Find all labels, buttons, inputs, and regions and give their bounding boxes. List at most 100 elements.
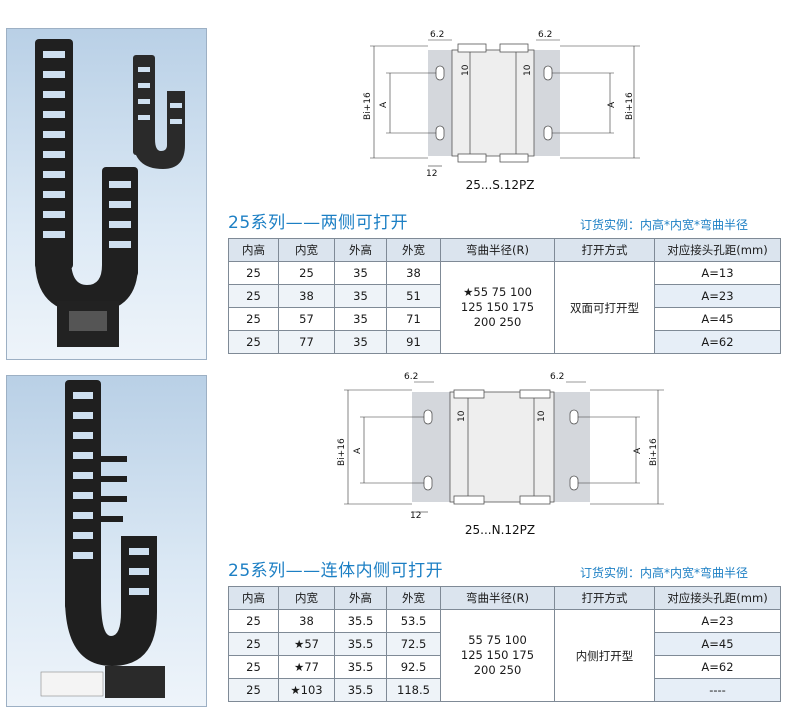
radius-line: ★55 75 100 — [463, 285, 532, 299]
technical-drawing-s: 6.2 6.2 10 10 12 Bi+16 A A Bi+16 — [363, 30, 640, 179]
cell-inner-width: 25 — [278, 261, 335, 285]
cell-bend-radius: ★55 75 100 125 150 175 200 250 — [440, 261, 555, 354]
cell-hole-distance: A=13 — [654, 261, 781, 285]
dim-top-right: 6.2 — [538, 30, 552, 40]
cell-outer-height: 35.5 — [334, 632, 387, 656]
cell-open-mode: 双面可打开型 — [554, 261, 655, 354]
cell-inner-height: 25 — [228, 261, 279, 285]
header-cell: 外高 — [334, 586, 387, 610]
cell-outer-width: 72.5 — [386, 632, 441, 656]
table-row: 25 ★77 35.5 92.5 A=62 — [228, 655, 781, 679]
cell-outer-width: 118.5 — [386, 678, 441, 702]
section-title-s: 25系列——两侧可打开 — [228, 213, 409, 233]
cell-hole-distance: A=23 — [654, 284, 781, 308]
cell-outer-height: 35.5 — [334, 678, 387, 702]
cell-inner-height: 25 — [228, 284, 279, 308]
label-bi16-right: Bi+16 — [625, 92, 635, 120]
cell-inner-height: 25 — [228, 330, 279, 354]
product-photo-n-series — [6, 375, 207, 707]
table-row: 25 ★57 35.5 72.5 A=45 — [228, 632, 781, 656]
radius-line: 125 150 175 — [460, 648, 535, 662]
label-bi16-left: Bi+16 — [337, 438, 347, 466]
header-cell: 打开方式 — [554, 238, 655, 262]
cell-inner-width: ★103 — [278, 678, 335, 702]
cell-outer-height: 35 — [334, 330, 387, 354]
table-header-row: 内高 内宽 外高 外宽 弯曲半径(R) 打开方式 对应接头孔距(mm) — [228, 586, 781, 610]
cell-inner-width: 77 — [278, 330, 335, 354]
cell-outer-width: 71 — [386, 307, 441, 331]
cell-outer-width: 91 — [386, 330, 441, 354]
table-row: 25 57 35 71 A=45 — [228, 307, 781, 331]
header-cell: 弯曲半径(R) — [440, 586, 555, 610]
table-row: 25 ★103 35.5 118.5 ---- — [228, 678, 781, 702]
order-example-n: 订货实例：内高*内宽*弯曲半径 — [580, 566, 749, 580]
order-example-s: 订货实例：内高*内宽*弯曲半径 — [580, 218, 749, 232]
cell-inner-width: ★57 — [278, 632, 335, 656]
cell-hole-distance: ---- — [654, 678, 781, 702]
label-a-left: A — [353, 447, 363, 454]
dim-inner-right: 10 — [523, 64, 533, 76]
cell-outer-width: 38 — [386, 261, 441, 285]
table-row: 25 38 35 51 A=23 — [228, 284, 781, 308]
spec-table-n: 内高 内宽 外高 外宽 弯曲半径(R) 打开方式 对应接头孔距(mm) 25 3… — [228, 586, 781, 702]
cell-inner-height: 25 — [228, 678, 279, 702]
spec-table-s: 内高 内宽 外高 外宽 弯曲半径(R) 打开方式 对应接头孔距(mm) 25 2… — [228, 238, 781, 354]
dim-inner-right: 10 — [537, 410, 547, 422]
cell-inner-width: ★77 — [278, 655, 335, 679]
product-photo-s-series — [6, 28, 207, 360]
dim-inner-left: 10 — [461, 64, 471, 76]
technical-drawing-n: 6.2 6.2 10 10 12 Bi+16 A A Bi+16 — [337, 372, 664, 520]
dim-bottom: 12 — [410, 511, 421, 520]
header-cell: 对应接头孔距(mm) — [654, 586, 781, 610]
cell-inner-height: 25 — [228, 307, 279, 331]
dim-top-right: 6.2 — [550, 372, 564, 382]
radius-line: 200 250 — [473, 315, 522, 329]
header-cell: 外宽 — [386, 586, 441, 610]
cell-inner-width: 38 — [278, 284, 335, 308]
cell-outer-height: 35 — [334, 307, 387, 331]
label-a-right: A — [607, 101, 617, 108]
cell-outer-width: 92.5 — [386, 655, 441, 679]
cell-outer-height: 35.5 — [334, 655, 387, 679]
label-a-right: A — [633, 447, 643, 454]
header-cell: 外宽 — [386, 238, 441, 262]
cell-hole-distance: A=23 — [654, 609, 781, 633]
table-header-row: 内高 内宽 外高 外宽 弯曲半径(R) 打开方式 对应接头孔距(mm) — [228, 238, 781, 262]
header-cell: 对应接头孔距(mm) — [654, 238, 781, 262]
header-cell: 外高 — [334, 238, 387, 262]
cell-inner-width: 57 — [278, 307, 335, 331]
header-cell: 内高 — [228, 238, 279, 262]
header-cell: 内宽 — [278, 586, 335, 610]
header-cell: 弯曲半径(R) — [440, 238, 555, 262]
label-bi16-left: Bi+16 — [363, 92, 373, 120]
table-row: 25 25 35 38 ★55 75 100 125 150 175 200 2… — [228, 261, 781, 354]
cell-inner-height: 25 — [228, 609, 279, 633]
cell-hole-distance: A=62 — [654, 330, 781, 354]
cell-bend-radius: 55 75 100 125 150 175 200 250 — [440, 609, 555, 702]
cell-hole-distance: A=45 — [654, 307, 781, 331]
cell-outer-width: 53.5 — [386, 609, 441, 633]
cell-outer-width: 51 — [386, 284, 441, 308]
table-row: 25 77 35 91 A=62 — [228, 330, 781, 354]
dim-inner-left: 10 — [457, 410, 467, 422]
header-cell: 内高 — [228, 586, 279, 610]
dim-top-left: 6.2 — [430, 30, 444, 40]
drawing-caption-s: 25...S.12PZ — [465, 178, 535, 192]
cell-inner-width: 38 — [278, 609, 335, 633]
table-row: 25 38 35.5 53.5 55 75 100 125 150 175 20… — [228, 609, 781, 702]
cable-chain-image — [40, 380, 165, 698]
dim-bottom: 12 — [426, 169, 437, 179]
header-cell: 内宽 — [278, 238, 335, 262]
drawing-caption-n: 25...N.12PZ — [464, 523, 536, 537]
cell-hole-distance: A=62 — [654, 655, 781, 679]
dim-top-left: 6.2 — [404, 372, 418, 382]
cell-open-mode: 内侧打开型 — [554, 609, 655, 702]
cell-hole-distance: A=45 — [654, 632, 781, 656]
cell-outer-height: 35 — [334, 261, 387, 285]
radius-line: 125 150 175 — [460, 300, 535, 314]
radius-line: 55 75 100 — [468, 633, 527, 647]
label-a-left: A — [379, 101, 389, 108]
label-bi16-right: Bi+16 — [649, 438, 659, 466]
cell-inner-height: 25 — [228, 632, 279, 656]
section-title-n: 25系列——连体内侧可打开 — [228, 561, 444, 581]
